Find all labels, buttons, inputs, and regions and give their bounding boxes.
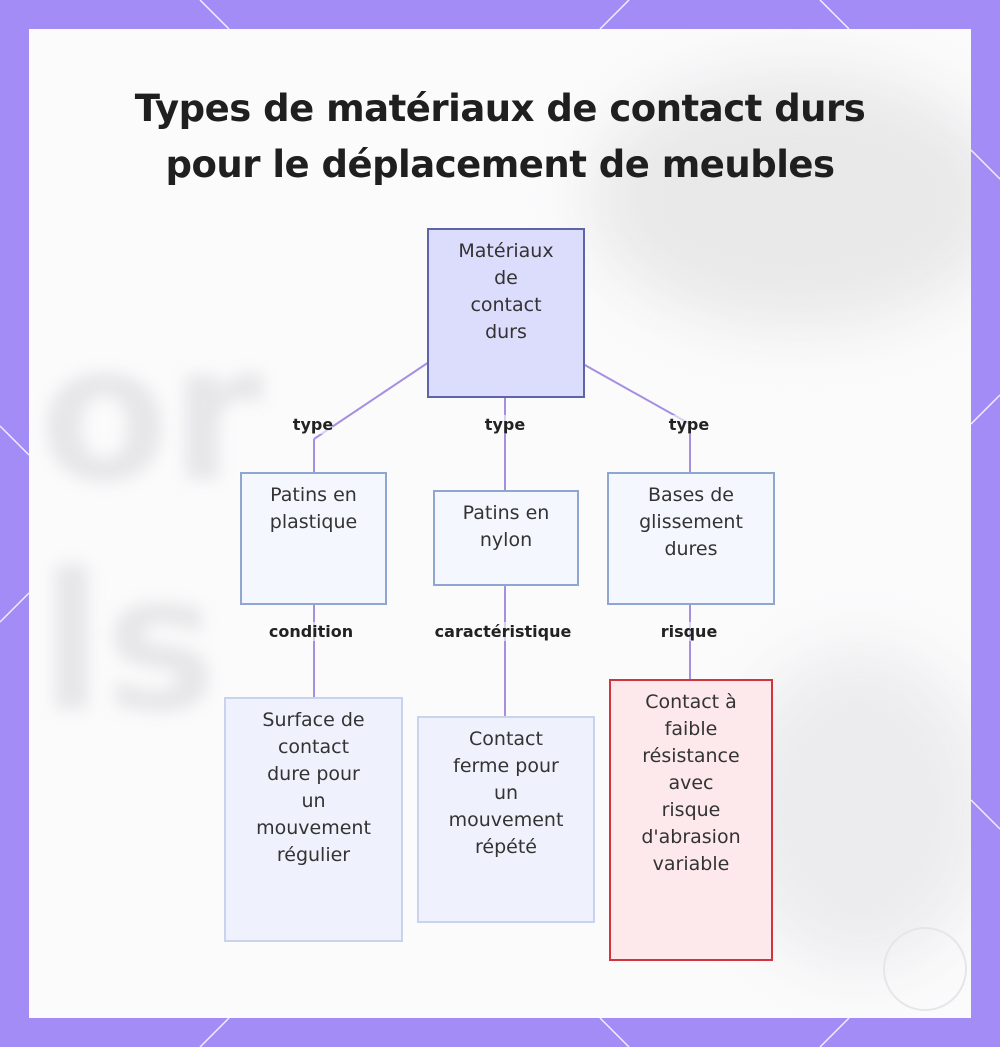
node-line: dure pour — [267, 763, 360, 785]
edge-label-caracteristique: caractéristique — [434, 622, 572, 641]
node-text: Surface de contact dure pour un mouvement rég… — [256, 707, 371, 869]
logo-badge — [883, 927, 967, 1011]
node-line: résistance — [642, 745, 740, 767]
node-text: Patins en nylon — [463, 500, 550, 554]
node-line: ferme pour — [453, 755, 559, 777]
node-text: Contact ferme pour un mouvement répété — [449, 726, 564, 861]
node-line: avec — [668, 772, 714, 794]
node-surface-contact: Surface de contact dure pour un mouvement rég… — [224, 697, 403, 942]
edge-label-type-right: type — [668, 415, 710, 434]
node-line: variable — [652, 853, 730, 875]
edge-label-type-left: type — [292, 415, 334, 434]
node-materiaux-contact-durs: Matériaux de contact durs — [427, 228, 585, 398]
node-line: d'abrasion — [641, 826, 741, 848]
node-bases-glissement: Bases de glissement dures — [607, 472, 775, 605]
edge-label-type-mid: type — [484, 415, 526, 434]
node-line: Contact — [469, 728, 543, 750]
node-line: dures — [664, 538, 718, 560]
edges-layer — [313, 361, 691, 716]
node-text: Contact à faible résistance avec risque d'abr… — [641, 689, 740, 878]
node-line: Matériaux — [458, 240, 554, 262]
node-line: Surface de — [262, 709, 365, 731]
page-title: Types de matériaux de contact durs pour … — [29, 81, 971, 193]
node-line: régulier — [276, 844, 351, 866]
node-line: durs — [485, 321, 527, 343]
node-line: Contact à — [645, 691, 737, 713]
node-line: faible — [664, 718, 718, 740]
node-line: mouvement — [256, 817, 371, 839]
background-blur — [589, 69, 971, 329]
node-line: contact — [277, 736, 350, 758]
node-line: répété — [475, 836, 537, 858]
node-line: nylon — [479, 529, 533, 551]
edge-label-risque: risque — [660, 622, 718, 641]
node-patins-nylon: Patins en nylon — [433, 490, 579, 586]
node-line: un — [301, 790, 326, 812]
node-patins-plastique: Patins en plastique — [240, 472, 387, 605]
node-line: mouvement — [448, 809, 564, 831]
node-line: Patins en — [462, 502, 550, 524]
node-text: Matériaux de contact durs — [458, 238, 553, 346]
edge-root-bases — [582, 363, 691, 425]
node-line: risque — [661, 799, 721, 821]
node-text: Patins en plastique — [270, 482, 357, 536]
node-line: Bases de — [648, 484, 734, 506]
node-line: glissement — [639, 511, 743, 533]
node-line: de — [494, 267, 518, 289]
node-contact-ferme: Contact ferme pour un mouvement répété — [417, 716, 595, 923]
title-line-2: pour le déplacement de meubles — [165, 143, 835, 186]
edge-label-condition: condition — [268, 622, 354, 641]
node-line: contact — [470, 294, 542, 316]
title-line-1: Types de matériaux de contact durs — [134, 87, 866, 130]
node-line: Patins en — [270, 484, 357, 506]
node-contact-risque: Contact à faible résistance avec risque d'abr… — [609, 679, 773, 961]
node-text: Bases de glissement dures — [639, 482, 743, 563]
node-line: un — [493, 782, 519, 804]
node-line: plastique — [269, 511, 358, 533]
